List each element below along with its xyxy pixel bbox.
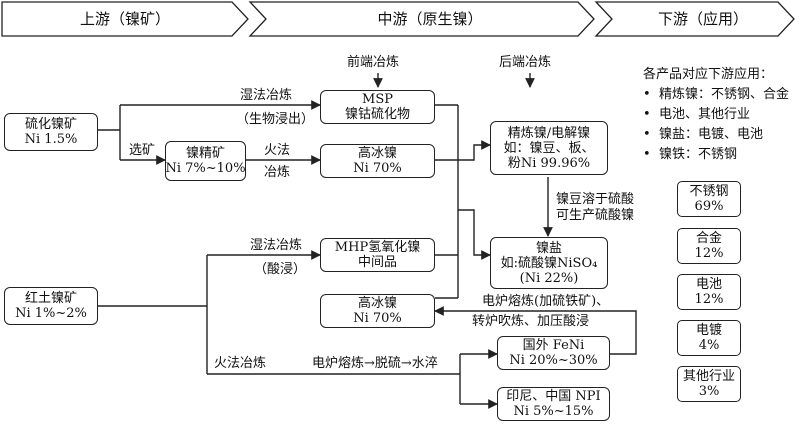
legend-item: • 镍盐：电镀、电池 xyxy=(643,127,763,142)
share-value: 4% xyxy=(698,338,720,353)
matte-top-node: 高冰镍 Ni 70% xyxy=(320,144,435,178)
matte-bottom-grade: Ni 70% xyxy=(353,311,402,326)
share-name: 电镀 xyxy=(695,323,722,338)
share-name: 其他行业 xyxy=(682,369,735,384)
legend-item: • 镍铁：不锈钢 xyxy=(643,147,737,162)
wet-smelting-bottom-label: 湿法冶炼 xyxy=(250,238,303,253)
acid-leach-label: （酸浸） xyxy=(254,262,307,277)
feni-grade: Ni 20%~30% xyxy=(509,353,598,368)
stage-downstream: 下游（应用） xyxy=(657,9,748,28)
matte-bottom-name: 高冰镍 xyxy=(357,296,397,311)
share-value: 3% xyxy=(698,384,720,399)
sulfurize-label-line2: 转炉吹炼、加压酸浸 xyxy=(472,314,590,329)
msp-name: MSP xyxy=(362,92,393,107)
share-box-other: 其他行业 3% xyxy=(677,366,741,402)
bus-to-salt xyxy=(458,209,491,260)
stage-chevron-upstream xyxy=(1,1,249,37)
back-smelting-label: 后端冶炼 xyxy=(499,55,552,70)
bean-to-sulfate-line2: 可生产硫酸镍 xyxy=(556,208,635,223)
npi-grade: Ni 5%~15% xyxy=(513,404,594,419)
legend-item: • 电池、其他行业 xyxy=(643,107,750,122)
nickel-salt-example: 如:硫酸镍NiSO₄ xyxy=(500,255,598,271)
share-value: 12% xyxy=(694,246,724,261)
npi-name: 印尼、中国 NPI xyxy=(506,389,601,404)
share-name: 不锈钢 xyxy=(689,184,729,199)
sulfide-ore-grade: Ni 1.5% xyxy=(24,132,78,147)
legend-title: 各产品对应下游应用： xyxy=(643,67,774,82)
refined-nickel-forms: 如：镍豆、板、 xyxy=(503,140,595,156)
legend-item: • 精炼镍：不锈钢、合金 xyxy=(643,87,789,102)
sulfurize-label-line1: 电炉熔炼(加硫铁矿)、 xyxy=(482,294,610,309)
laterite-ore-name: 红土镍矿 xyxy=(24,291,77,306)
pyro-smelting-label: 火法冶炼 xyxy=(214,356,267,371)
share-value: 69% xyxy=(694,199,724,214)
laterite-ore-node: 红土镍矿 Ni 1%~2% xyxy=(4,287,98,325)
nickel-concentrate-node: 镍精矿 Ni 7%~10% xyxy=(165,141,246,181)
nickel-salt-node: 镍盐 如:硫酸镍NiSO₄ (Ni 22%) xyxy=(490,237,608,289)
mhp-name: MHP氢氧化镍 xyxy=(334,240,421,255)
sulfide-ore-name: 硫化镍矿 xyxy=(24,117,77,132)
share-value: 12% xyxy=(694,292,724,307)
refined-nickel-name: 精炼镍/电解镍 xyxy=(507,125,591,141)
share-name: 合金 xyxy=(695,231,722,246)
nickel-salt-name: 镍盐 xyxy=(535,240,562,256)
share-box-stainless: 不锈钢 69% xyxy=(677,181,741,217)
share-box-battery: 电池 12% xyxy=(677,274,741,310)
refined-nickel-node: 精炼镍/电解镍 如：镍豆、板、 粉Ni 99.96% xyxy=(490,121,608,175)
share-box-plating: 电镀 4% xyxy=(677,320,741,356)
nickel-concentrate-grade: Ni 7%~10% xyxy=(165,161,246,176)
bean-to-sulfate-line1: 镍豆溶于硫酸 xyxy=(556,192,635,207)
stage-chevron-midstream xyxy=(248,1,595,37)
feni-node: 国外 FeNi Ni 20%~30% xyxy=(497,336,610,370)
matte-top-grade: Ni 70% xyxy=(353,161,402,176)
msp-desc: 镍钴硫化物 xyxy=(344,107,410,122)
bio-leaching-label: （生物浸出） xyxy=(236,112,315,127)
electric-furnace-chain-label: 电炉熔炼→脱硫→水淬 xyxy=(312,356,438,371)
stage-midstream: 中游（原生镍） xyxy=(377,9,483,28)
fire-method-label: 火法 xyxy=(264,143,291,158)
nickel-salt-grade: (Ni 22%) xyxy=(519,270,579,286)
sulfide-ore-node: 硫化镍矿 Ni 1.5% xyxy=(4,113,98,151)
feni-name: 国外 FeNi xyxy=(522,338,585,353)
front-smelting-label: 前端冶炼 xyxy=(347,55,400,70)
mhp-desc: 中间品 xyxy=(357,255,397,270)
share-name: 电池 xyxy=(695,277,722,292)
feni-to-matte-loop xyxy=(434,306,637,355)
matte-top-name: 高冰镍 xyxy=(357,146,397,161)
stage-chevron-downstream xyxy=(594,1,795,37)
beneficiation-label: 选矿 xyxy=(129,143,156,158)
msp-node: MSP 镍钴硫化物 xyxy=(320,90,435,124)
nickel-concentrate-name: 镍精矿 xyxy=(185,146,225,161)
smelting-label: 冶炼 xyxy=(264,165,291,180)
laterite-ore-grade: Ni 1%~2% xyxy=(15,306,87,321)
matte-bottom-node: 高冰镍 Ni 70% xyxy=(320,294,435,328)
wet-smelting-top-label: 湿法冶炼 xyxy=(240,88,293,103)
mhp-node: MHP氢氧化镍 中间品 xyxy=(320,238,435,272)
stage-upstream: 上游（镍矿） xyxy=(79,9,170,28)
refined-nickel-grade: 粉Ni 99.96% xyxy=(507,155,591,171)
share-box-alloy: 合金 12% xyxy=(677,228,741,264)
npi-node: 印尼、中国 NPI Ni 5%~15% xyxy=(497,387,610,421)
bus-to-refined xyxy=(458,140,491,161)
